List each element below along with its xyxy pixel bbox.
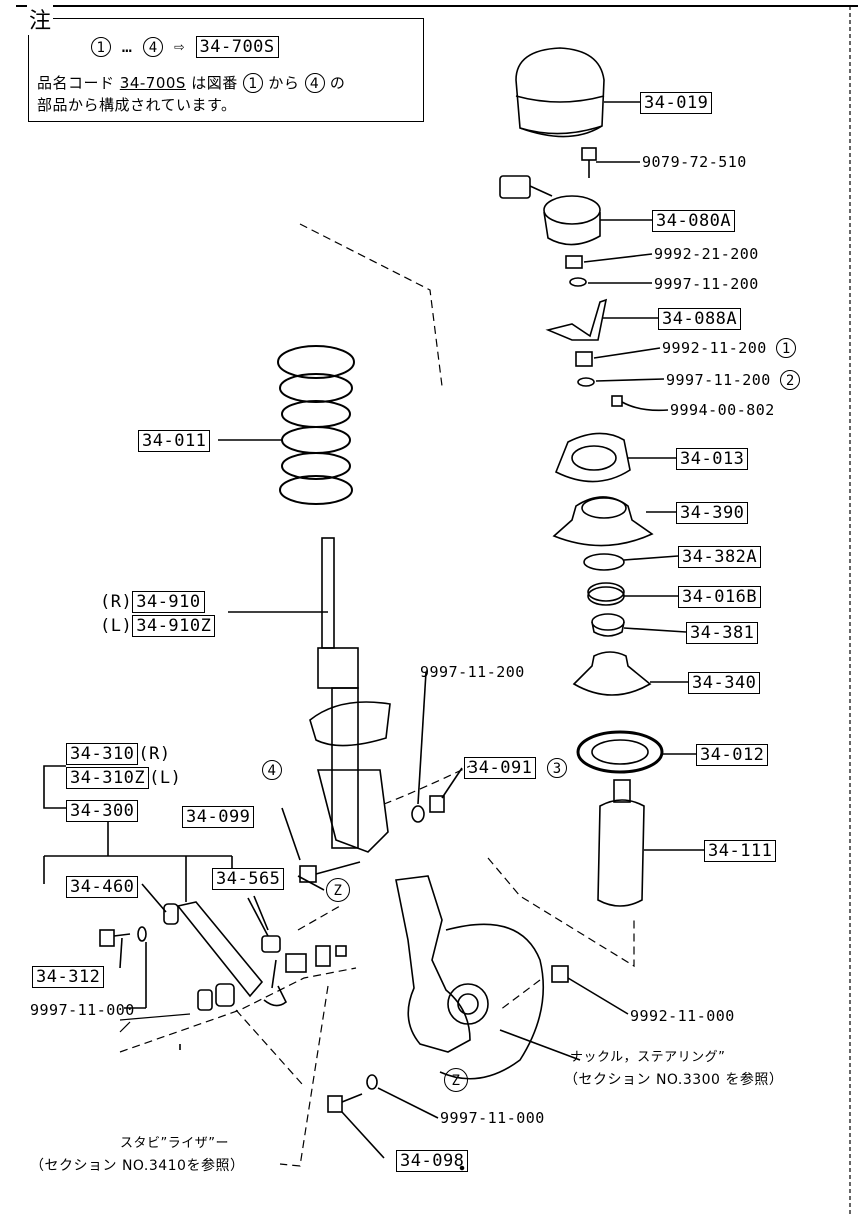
part-34-381: 34-381 [686, 622, 759, 644]
view-z-lower: Z [444, 1068, 468, 1092]
part-9992-11-200: 9992-11-200 1 [662, 338, 797, 358]
part-9997-11-000-b: 9997-11-000 [440, 1109, 545, 1127]
part-34-098: 34-098 [396, 1150, 469, 1172]
part-9997-11-200-a: 9997-11-200 [654, 275, 759, 293]
bolt-icon [327, 1074, 439, 1159]
part-34-111: 34-111 [704, 840, 777, 862]
part-34-019: 34-019 [640, 92, 713, 114]
part-34-910Z: (L)34-910Z [100, 615, 216, 637]
nut-icon [575, 347, 669, 412]
stabilizer-ref: （セクション NO.3410を参照） [30, 1158, 245, 1174]
part-9994-00-802: 9994-00-802 [670, 401, 775, 419]
nut-icon [429, 795, 445, 813]
note-line-3: 部品から構成されています。 [37, 96, 237, 114]
note-title: 注 [27, 3, 54, 35]
part-34-088A: 34-088A [658, 308, 742, 330]
strut-icon [228, 537, 391, 853]
part-9997-11-200-b: 9997-11-200 2 [666, 370, 801, 390]
bolt-icon [581, 147, 640, 178]
note-range: 1 … 4 ⇨ 34-700S [91, 36, 279, 58]
washer-icon [583, 553, 625, 571]
part-34-382A: 34-382A [678, 546, 762, 568]
part-34-013: 34-013 [676, 448, 749, 470]
actuator-icon [499, 175, 652, 246]
part-9997-11-200-c: 9997-11-200 [420, 663, 525, 681]
note-line-2: 品名コード 34-700S は図番 1 から 4 の [37, 73, 346, 93]
part-9992-11-000: 9992-11-000 [630, 1007, 735, 1025]
part-34-016B: 34-016B [678, 586, 762, 608]
knuckle-ref: （セクション NO.3300 を参照） [564, 1072, 784, 1088]
part-34-565: 34-565 [212, 868, 285, 890]
mounting-plate-icon [554, 432, 676, 483]
lower-arm-icon [141, 883, 347, 1011]
view-z-upper: Z [326, 878, 350, 902]
knuckle-name: ナックル，ステアリング” [570, 1050, 726, 1065]
part-9997-11-000-a: 9997-11-000 [30, 1001, 135, 1019]
part-9079-72-510: 9079-72-510 [642, 153, 747, 171]
bearing-icon [587, 582, 678, 606]
coil-spring-icon [218, 345, 355, 505]
stabilizer-name: スタビ”ライザ”ー [120, 1136, 229, 1151]
part-34-460: 34-460 [66, 876, 139, 898]
part-9992-21-200: 9992-21-200 [654, 245, 759, 263]
part-34-310Z: 34-310Z(L) [66, 767, 181, 789]
part-34-340: 34-340 [688, 672, 761, 694]
part-34-099: 34-099 [182, 806, 255, 828]
part-34-310: 34-310(R) [66, 743, 171, 765]
note-box: 注 1 … 4 ⇨ 34-700S 品名コード 34-700S は図番 1 から… [27, 3, 424, 122]
bound-stop-icon [591, 613, 687, 637]
bracket-icon [545, 298, 658, 341]
callout-4: 4 [262, 760, 282, 780]
dust-cap-icon [515, 47, 640, 138]
dust-boot-icon [597, 779, 704, 907]
part-34-091: 34-091 3 [464, 757, 568, 779]
strut-mount-icon [552, 496, 676, 547]
bolt-icon [99, 926, 147, 1009]
rubber-seat-icon [576, 730, 696, 774]
nut-icon [565, 253, 653, 287]
part-34-312: 34-312 [32, 966, 105, 988]
part-34-910: (R)34-910 [100, 591, 205, 613]
part-34-390: 34-390 [676, 502, 749, 524]
part-34-012: 34-012 [696, 744, 769, 766]
part-34-080A: 34-080A [652, 210, 736, 232]
part-34-300: 34-300 [66, 800, 139, 822]
washer-icon [411, 805, 425, 823]
nut-icon [551, 965, 569, 983]
spring-seat-icon [572, 651, 688, 696]
part-34-011: 34-011 [138, 430, 211, 452]
knuckle-icon [395, 875, 545, 1080]
